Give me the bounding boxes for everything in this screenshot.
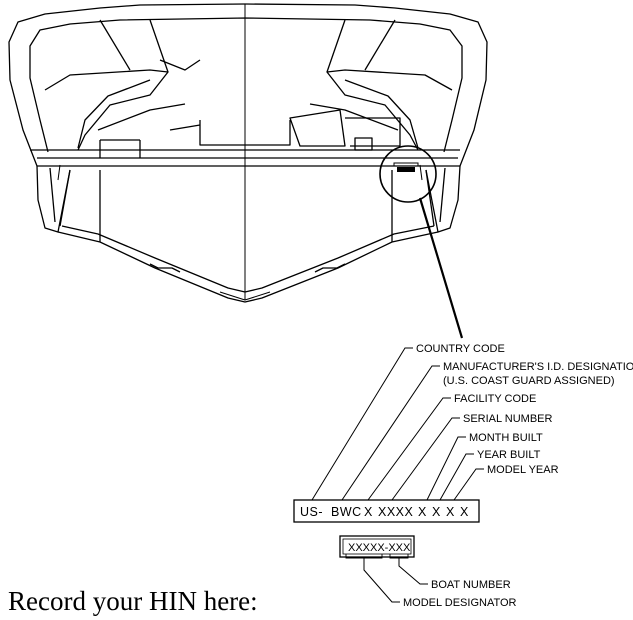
label-model-year: MODEL YEAR [487,464,559,476]
record-hin-prompt: Record your HIN here: [8,586,258,616]
label-facility-code: FACILITY CODE [454,393,536,405]
label-month-built: MONTH BUILT [469,432,543,444]
hin-facility: X [364,505,373,519]
hin-year: X [432,505,441,519]
hin-month: X [418,505,427,519]
model-designator-box: XXXXX-XXX BOAT NUMBER MODEL DESIGNATOR [339,535,517,609]
boat-stern-drawing [8,3,488,303]
hin-model-year-b: X [460,505,469,519]
hin-serial: XXXX [378,505,414,519]
label-model-designator: MODEL DESIGNATOR [403,597,517,609]
label-manufacturer-id-note: (U.S. COAST GUARD ASSIGNED) [443,375,615,387]
hin-location-callout [379,145,464,339]
label-manufacturer-id: MANUFACTURER'S I.D. DESIGNATION [443,361,633,373]
label-year-built: YEAR BUILT [477,449,541,461]
label-country-code: COUNTRY CODE [416,343,505,355]
hin-labels: COUNTRY CODE MANUFACTURER'S I.D. DESIGNA… [416,343,633,476]
model-number-text: XXXXX-XXX [348,542,411,554]
label-serial-number: SERIAL NUMBER [463,413,553,425]
hin-leader-lines [311,347,484,501]
hin-model-year-a: X [446,505,455,519]
label-boat-number: BOAT NUMBER [431,579,511,591]
hin-manufacturer: BWC [331,505,362,519]
hin-country: US- [300,505,323,519]
hin-plate: US- BWC X XXXX X X X X [293,499,480,523]
